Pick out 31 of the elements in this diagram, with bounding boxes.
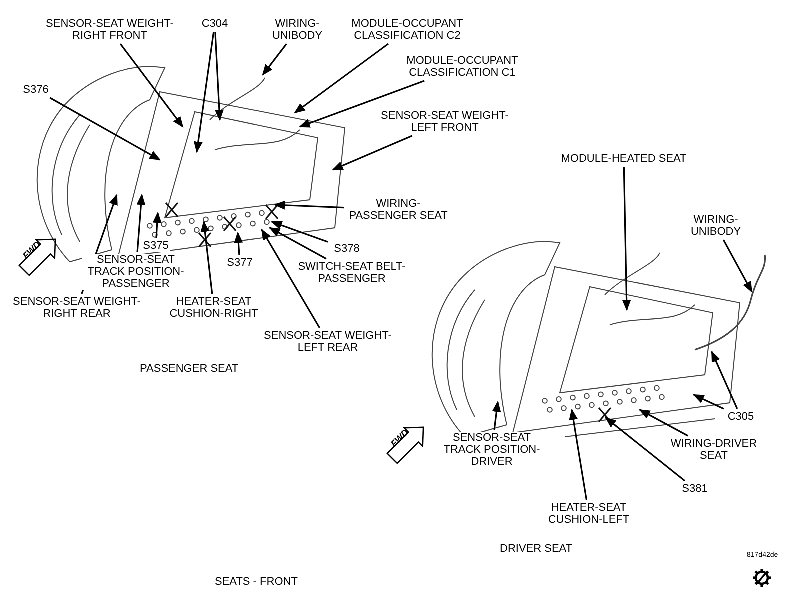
- leader-line: [692, 394, 724, 410]
- leader-line: [569, 408, 588, 500]
- leader-line: [261, 229, 320, 328]
- leader-line: [200, 220, 214, 294]
- leader-line: [622, 166, 632, 312]
- leader-line: [50, 97, 161, 161]
- callout-label: S375: [142, 240, 170, 252]
- leader-line: [298, 80, 425, 128]
- leader-line: [722, 240, 753, 293]
- leader-line: [274, 200, 344, 210]
- leader-line: [136, 194, 146, 252]
- view-label: DRIVER SEAT: [500, 542, 573, 557]
- caption: SEATS - FRONT: [215, 575, 298, 590]
- leader-line: [262, 44, 288, 76]
- leader-line: [194, 32, 215, 154]
- leader-line: [120, 44, 184, 128]
- leader-line: [234, 232, 244, 256]
- callout-label: S377: [225, 257, 255, 269]
- leader-line: [605, 417, 686, 482]
- callout-label: SWITCH-SEAT BELT- PASSENGER: [296, 261, 408, 285]
- view-label: PASSENGER SEAT: [140, 362, 239, 377]
- leader-line: [270, 221, 328, 243]
- leader-line: [332, 135, 413, 171]
- leader-line: [269, 227, 327, 260]
- leader-line: [294, 43, 389, 114]
- leader-line: [214, 32, 224, 122]
- leader-line: [639, 409, 688, 437]
- leader-line: [152, 212, 162, 238]
- leader-line: [492, 400, 502, 430]
- leader-line: [711, 350, 738, 410]
- callout-label: C304: [200, 18, 230, 30]
